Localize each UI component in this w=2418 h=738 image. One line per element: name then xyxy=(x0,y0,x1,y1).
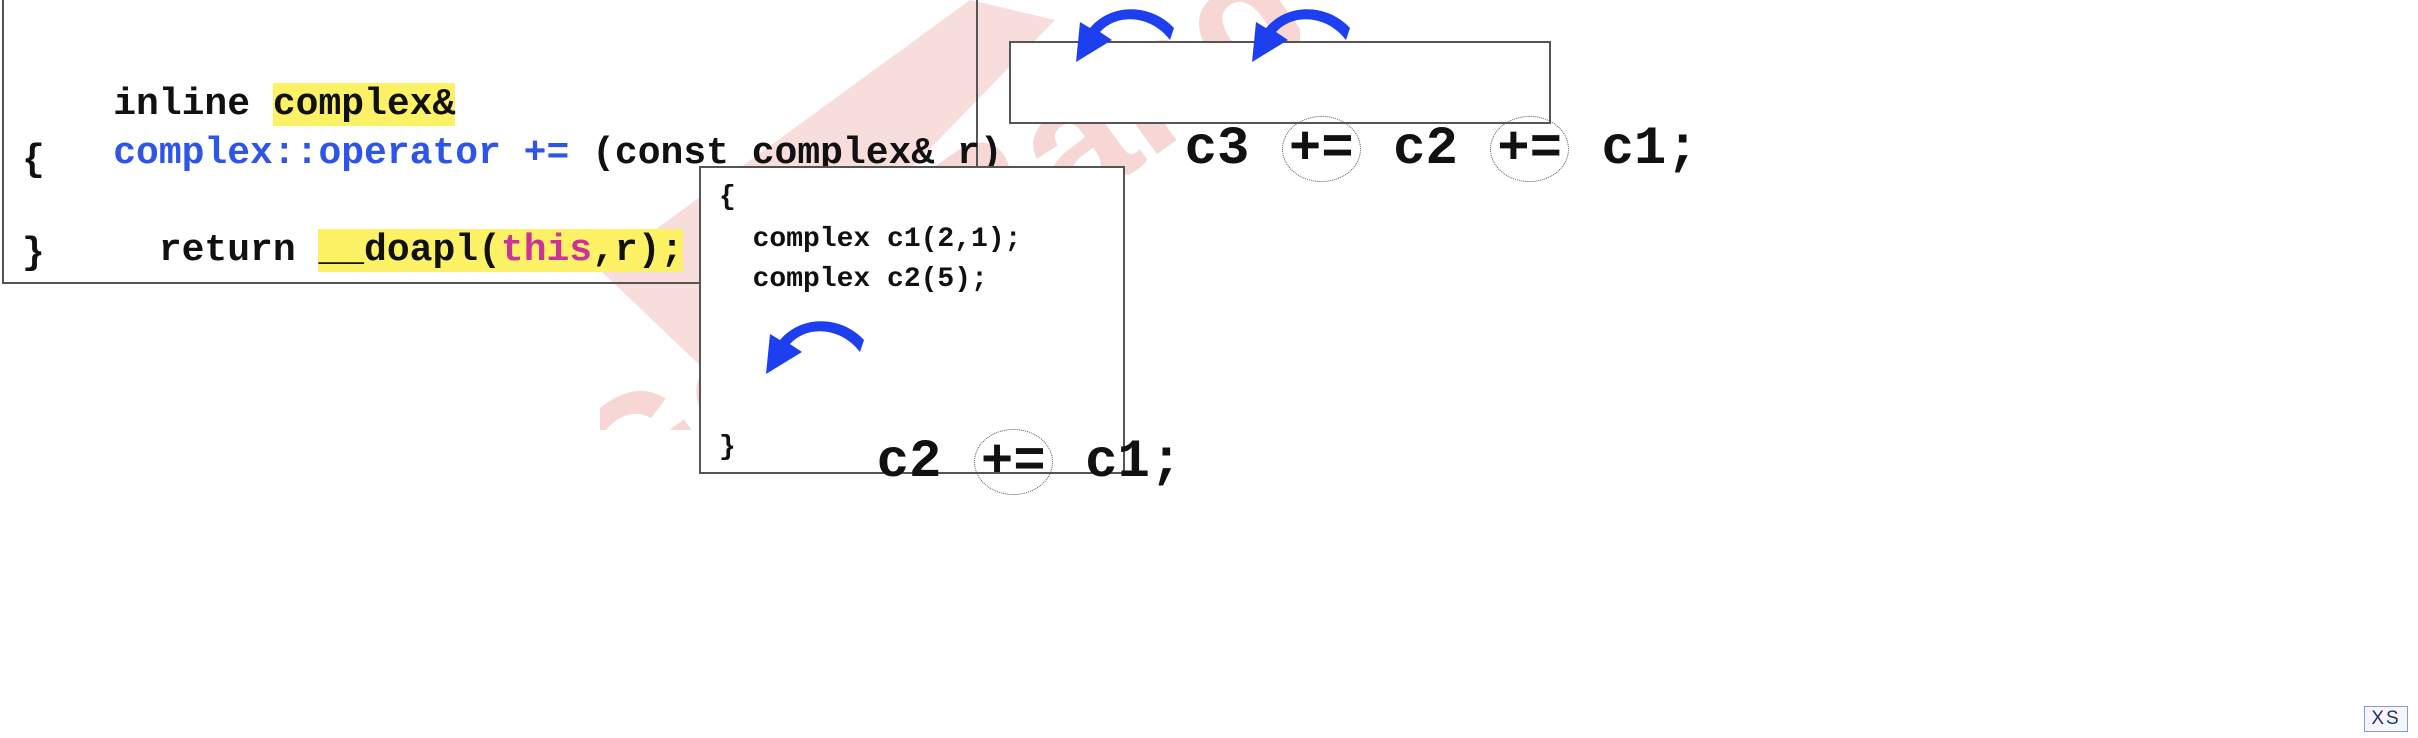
doapl-call-start: __doapl( xyxy=(318,229,501,272)
code-line-4: return __doapl(this,r); xyxy=(22,186,684,315)
code-text: inline xyxy=(113,83,273,126)
operator-text: += xyxy=(1288,119,1354,180)
curved-arrow-icon xyxy=(1076,9,1174,62)
curved-arrow-icon xyxy=(766,321,864,374)
block-open-brace: { xyxy=(719,182,736,213)
highlighted-return-type: complex& xyxy=(272,83,456,126)
highlighted-doapl-call: __doapl(this,r); xyxy=(318,229,684,272)
code-line-3: { xyxy=(22,139,45,182)
chained-assignment-expression: c3 += c2 += c1; xyxy=(1055,55,1699,243)
plus-equals-operator-oval: += xyxy=(1281,116,1361,182)
operand-c2: c2 xyxy=(1393,119,1458,180)
code-line-1: inline complex& xyxy=(22,40,456,169)
operator-text: += xyxy=(1497,119,1563,180)
return-keyword: return xyxy=(113,229,319,272)
operand-c2: c2 xyxy=(876,432,942,493)
declaration-c2: complex c2(5); xyxy=(719,264,988,295)
usage-example-box: { complex c1(2,1); complex c2(5); c2 += … xyxy=(699,166,1182,495)
doapl-call-end: ,r); xyxy=(592,229,684,272)
operand-c1: c1; xyxy=(1085,432,1183,493)
block-close-brace: } xyxy=(719,432,736,463)
operator-text: += xyxy=(980,432,1046,493)
plus-equals-operator-oval: += xyxy=(1490,116,1570,182)
operand-c1: c1; xyxy=(1601,119,1699,180)
plus-equals-operator-oval: += xyxy=(973,429,1053,495)
code-line-5: } xyxy=(22,232,45,275)
size-badge[interactable]: XS xyxy=(2364,706,2408,732)
operand-c3: c3 xyxy=(1184,119,1250,180)
operator-signature: complex::operator += xyxy=(113,132,570,175)
compound-assignment-expression: c2 += c1; xyxy=(747,368,1182,556)
curved-arrow-icon xyxy=(1252,9,1350,62)
declaration-c1: complex c1(2,1); xyxy=(719,224,1022,255)
this-keyword: this xyxy=(500,229,593,272)
